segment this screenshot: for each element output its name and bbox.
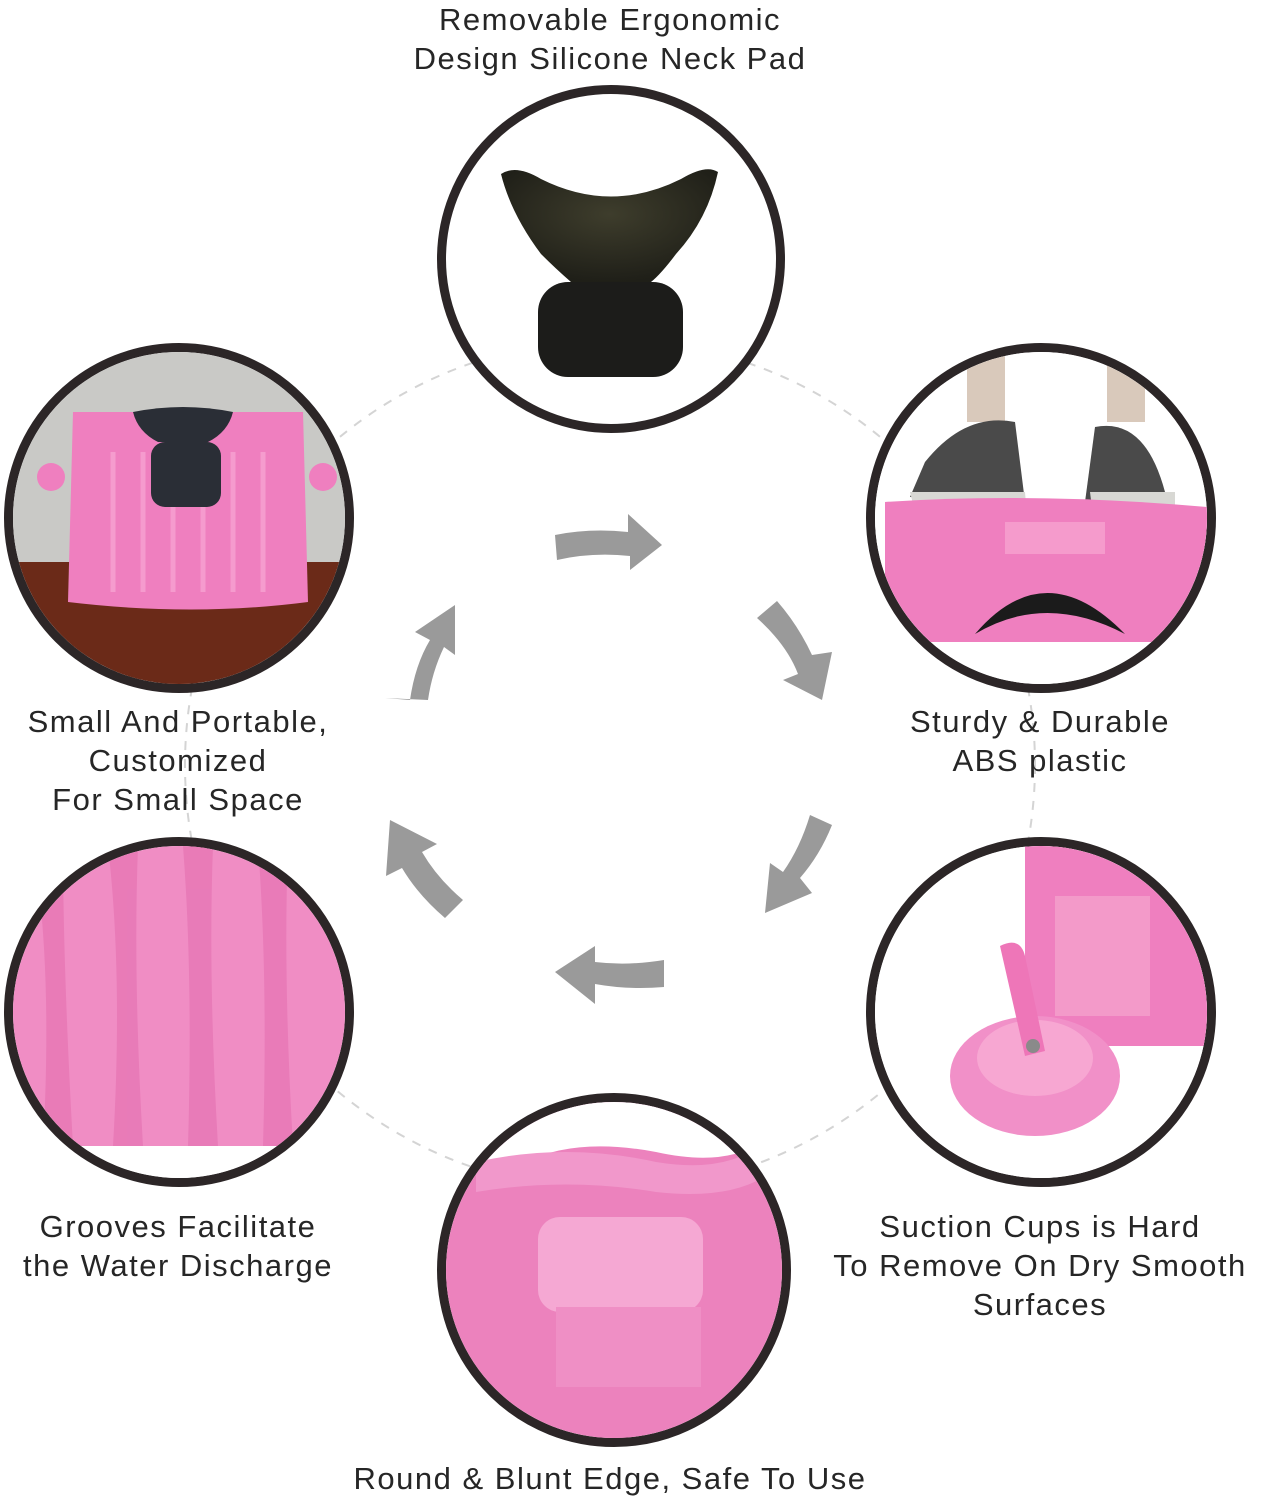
feature-label-suction: Suction Cups is Hard To Remove On Dry Sm…	[810, 1207, 1267, 1324]
arrow-icon-bottom	[555, 946, 664, 1004]
feature-image-sturdy	[866, 343, 1216, 693]
label-line: To Remove On Dry Smooth	[833, 1248, 1247, 1283]
label-line: For Small Space	[52, 782, 304, 817]
arrow-icon-top	[555, 514, 662, 570]
label-line: Grooves Facilitate	[39, 1209, 317, 1244]
label-line: Sturdy & Durable	[909, 704, 1171, 739]
portable-basin-icon	[13, 352, 345, 684]
label-line: Suction Cups is Hard	[879, 1209, 1201, 1244]
suction-cup-icon	[875, 846, 1207, 1178]
feature-label-sturdy: Sturdy & Durable ABS plastic	[880, 702, 1200, 780]
label-line: Removable Ergonomic	[438, 2, 782, 37]
rounded-edge-icon	[446, 1102, 782, 1438]
label-line: Surfaces	[972, 1287, 1108, 1322]
label-line: Round & Blunt Edge, Safe To Use	[353, 1461, 867, 1496]
arrow-icon-right-upper	[757, 601, 832, 700]
feature-image-neck-pad	[437, 85, 785, 433]
feature-label-portable: Small And Portable, Customized For Small…	[0, 702, 356, 819]
arrow-icon-right-lower	[765, 815, 832, 913]
feature-image-grooves	[4, 837, 354, 1187]
feature-image-portable	[4, 343, 354, 693]
neck-pad-icon	[501, 169, 718, 377]
arrow-icon-left-upper	[385, 605, 455, 700]
label-line: ABS plastic	[952, 743, 1128, 778]
arrow-icon-left-lower	[386, 820, 463, 918]
feature-label-edge: Round & Blunt Edge, Safe To Use	[320, 1459, 900, 1498]
feature-image-suction	[866, 837, 1216, 1187]
feature-label-grooves: Grooves Facilitate the Water Discharge	[0, 1207, 356, 1285]
feet-on-basin-icon	[875, 352, 1207, 684]
label-line: Design Silicone Neck Pad	[413, 41, 807, 76]
label-line: Small And Portable,	[27, 704, 329, 739]
feature-label-neck-pad: Removable Ergonomic Design Silicone Neck…	[380, 0, 840, 78]
label-line: the Water Discharge	[23, 1248, 333, 1283]
feature-image-edge	[437, 1093, 791, 1447]
label-line: Customized	[88, 743, 268, 778]
grooves-icon	[13, 846, 345, 1178]
